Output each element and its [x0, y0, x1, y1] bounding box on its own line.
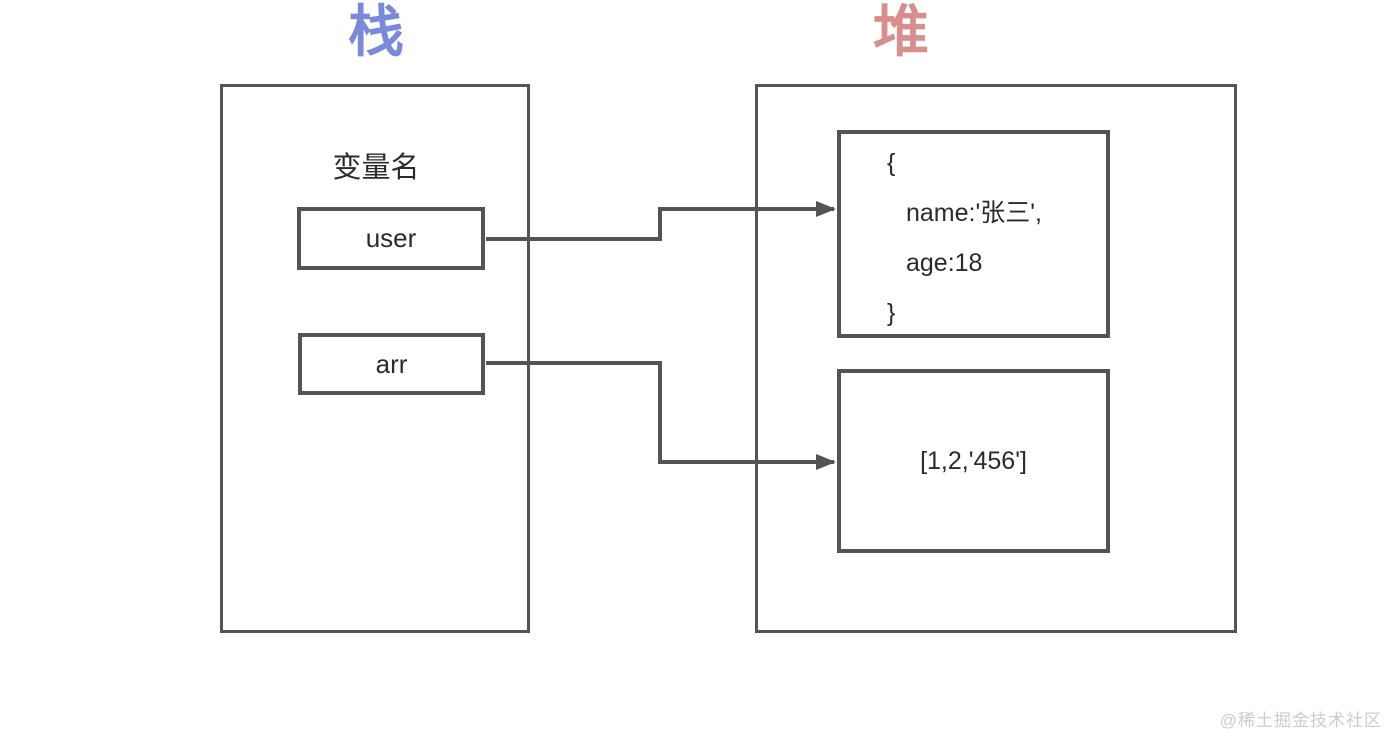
object-line-name: name:'张三',	[906, 199, 1042, 227]
object-line-close-brace: }	[887, 299, 896, 327]
variable-box-arr-label: arr	[375, 348, 408, 379]
variable-box-user-label: user	[365, 223, 417, 253]
variable-box-arr: arr	[298, 333, 485, 395]
heap-array-box: [1,2,'456']	[837, 369, 1110, 553]
object-line-open-brace: {	[887, 149, 896, 177]
variable-box-user: user	[297, 207, 485, 270]
heap-array-value: [1,2,'456']	[920, 446, 1027, 475]
heap-object-box: { name:'张三', age:18 }	[837, 130, 1110, 338]
object-line-age: age:18	[906, 249, 983, 277]
heap-title: 堆	[873, 0, 929, 63]
stack-title: 栈	[348, 0, 404, 63]
watermark: @稀土掘金技术社区	[1219, 711, 1382, 730]
variable-name-label: 变量名	[332, 152, 420, 184]
